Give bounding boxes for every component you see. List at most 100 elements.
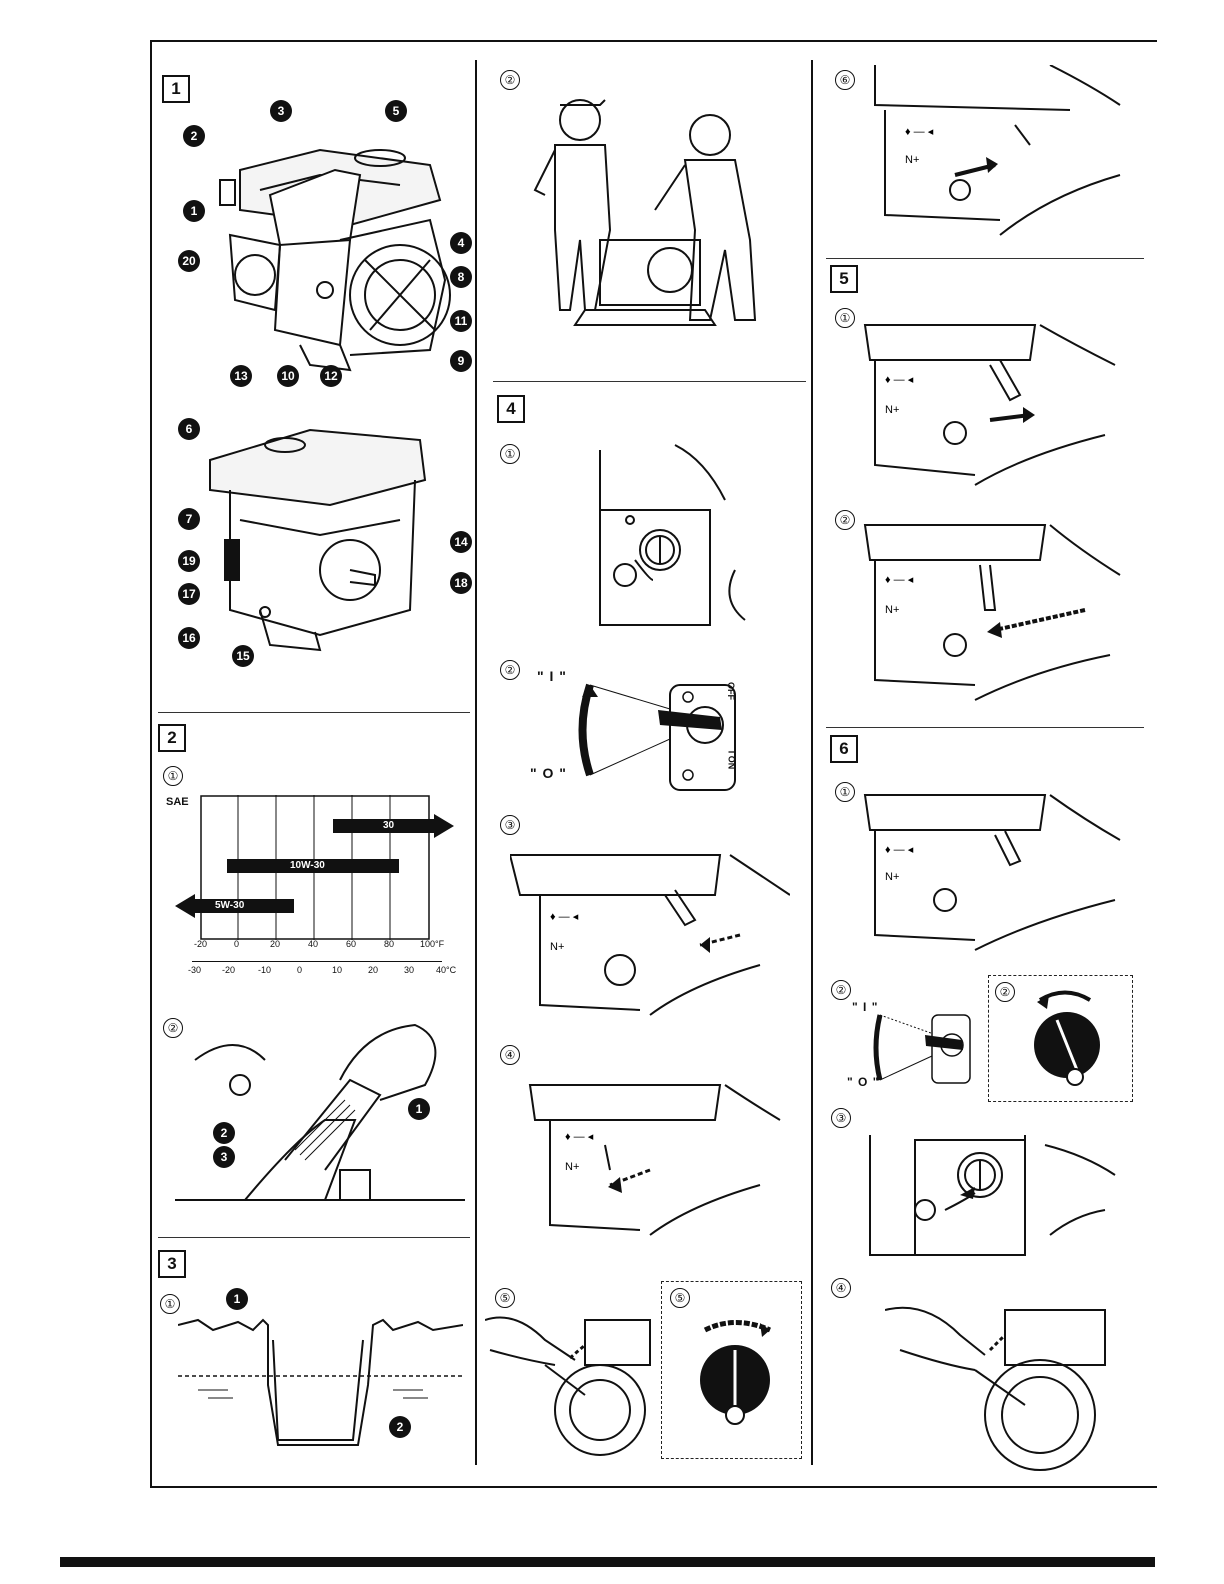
choke-lever-stop-illustration: ♦ — ◂ N+: [855, 775, 1125, 955]
callout-9: 9: [450, 350, 472, 372]
callout-level-1: 1: [226, 1288, 248, 1310]
callout-7: 7: [178, 508, 200, 530]
valve-on-label: I ON: [726, 751, 736, 770]
valve-off-label: OFF: [726, 682, 736, 700]
callout-dipstick-3: 3: [213, 1146, 235, 1168]
callout-19: 19: [178, 550, 200, 572]
fuel-valve-illustration: [570, 675, 740, 795]
bar-30-label: 30: [383, 820, 394, 831]
bar-5w30: [195, 899, 294, 913]
callout-4: 4: [450, 232, 472, 254]
recoil-stop-illustration: [885, 1300, 1135, 1475]
step-4-5-detail: ⑤: [670, 1288, 690, 1308]
divider-c2-s4: [493, 381, 806, 382]
callout-2: 2: [183, 125, 205, 147]
bar-30-arrow: [434, 814, 454, 838]
fuel-valve-small-illustration: [870, 1010, 975, 1090]
step-6-3: ③: [831, 1108, 851, 1128]
svg-text:♦ — ◂: ♦ — ◂: [885, 574, 914, 586]
callout-20: 20: [178, 250, 200, 272]
callout-16: 16: [178, 627, 200, 649]
tick-f-1: 0: [234, 939, 239, 949]
divider-s2-s3: [158, 1237, 470, 1238]
callout-5: 5: [385, 100, 407, 122]
callout-3: 3: [270, 100, 292, 122]
chart-ylabel: SAE: [166, 796, 189, 808]
engine-front-illustration: [200, 130, 460, 380]
two-people-engine-illustration: [525, 80, 780, 330]
callout-11: 11: [450, 310, 472, 332]
page-bottom-bar: [60, 1557, 1155, 1567]
svg-text:N+: N+: [565, 1161, 579, 1173]
step-4-4: ④: [500, 1045, 520, 1065]
step-4-3: ③: [500, 815, 520, 835]
callout-6: 6: [178, 418, 200, 440]
step-4-5: ⑤: [495, 1288, 515, 1308]
tick-c-0: -30: [188, 965, 201, 975]
callout-8: 8: [450, 266, 472, 288]
section-3-label: 3: [158, 1250, 186, 1278]
choke-lever-open-illustration: ♦ — ◂ N+: [520, 1075, 785, 1245]
bar-10w30-label: 10W-30: [290, 860, 325, 871]
bar-5w30-label: 5W-30: [215, 900, 244, 911]
tick-c-5: 20: [368, 965, 378, 975]
section-2-label: 2: [158, 724, 186, 752]
engine-switch-on-illustration: [545, 440, 775, 640]
tick-f-3: 40: [308, 939, 318, 949]
tick-c-6: 30: [404, 965, 414, 975]
callout-level-2: 2: [389, 1416, 411, 1438]
choke-lever-move-illustration-2: ♦ — ◂ N+: [855, 515, 1125, 710]
svg-text:♦ — ◂: ♦ — ◂: [550, 911, 579, 923]
column-divider-2: [811, 60, 813, 1465]
tick-f-2: 20: [270, 939, 280, 949]
divider-c6-s5: [826, 258, 1144, 259]
svg-text:N+: N+: [885, 404, 899, 416]
step-6-4: ④: [831, 1278, 851, 1298]
step-4-1: ①: [500, 444, 520, 464]
oil-level-diagram: [178, 1300, 463, 1460]
tick-f-5: 80: [384, 939, 394, 949]
celsius-axis: [192, 961, 442, 962]
switch-dial-on-illustration: [690, 1315, 780, 1425]
step-5-2: ②: [835, 510, 855, 530]
tick-c-1: -20: [222, 965, 235, 975]
tick-c-4: 10: [332, 965, 342, 975]
column-divider-1: [475, 60, 477, 1465]
callout-12: 12: [320, 365, 342, 387]
callout-15: 15: [232, 645, 254, 667]
fuel-valve-o-label: " O ": [530, 765, 567, 781]
svg-text:♦ — ◂: ♦ — ◂: [905, 126, 934, 138]
section-6-label: 6: [830, 735, 858, 763]
step-6-1: ①: [835, 782, 855, 802]
step-6-2-detail: ②: [995, 982, 1015, 1002]
step-c3-6: ⑥: [835, 70, 855, 90]
tick-f-6: 100°F: [420, 939, 444, 949]
callout-17: 17: [178, 583, 200, 605]
switch-dial-off-illustration: [1025, 985, 1110, 1090]
tick-c-3: 0: [297, 965, 302, 975]
engine-rear-illustration: [200, 420, 460, 665]
choke-lever-close-illustration: ♦ — ◂ N+: [510, 835, 790, 1025]
step-4-2: ②: [500, 660, 520, 680]
tick-c-7: 40°C: [436, 965, 456, 975]
svg-text:N+: N+: [550, 941, 564, 953]
divider-s1-s2: [158, 712, 470, 713]
step-2-1: ①: [163, 766, 183, 786]
engine-switch-off-illustration: [865, 1115, 1130, 1265]
svg-text:N+: N+: [885, 871, 899, 883]
divider-s5-s6: [826, 727, 1144, 728]
callout-18: 18: [450, 572, 472, 594]
section-5-label: 5: [830, 265, 858, 293]
choke-lever-move-illustration-1: ♦ — ◂ N+: [845, 315, 1120, 495]
step-c2-2: ②: [500, 70, 520, 90]
svg-text:♦ — ◂: ♦ — ◂: [565, 1131, 594, 1143]
tick-c-2: -10: [258, 965, 271, 975]
step-6-2: ②: [831, 980, 851, 1000]
callout-dipstick-1: 1: [408, 1098, 430, 1120]
recoil-start-illustration: [485, 1310, 660, 1460]
fuel-valve-i-label: " I ": [537, 668, 567, 684]
callout-10: 10: [277, 365, 299, 387]
svg-text:♦ — ◂: ♦ — ◂: [885, 374, 914, 386]
choke-open-illustration: ♦ — ◂ N+: [870, 65, 1125, 245]
callout-13: 13: [230, 365, 252, 387]
